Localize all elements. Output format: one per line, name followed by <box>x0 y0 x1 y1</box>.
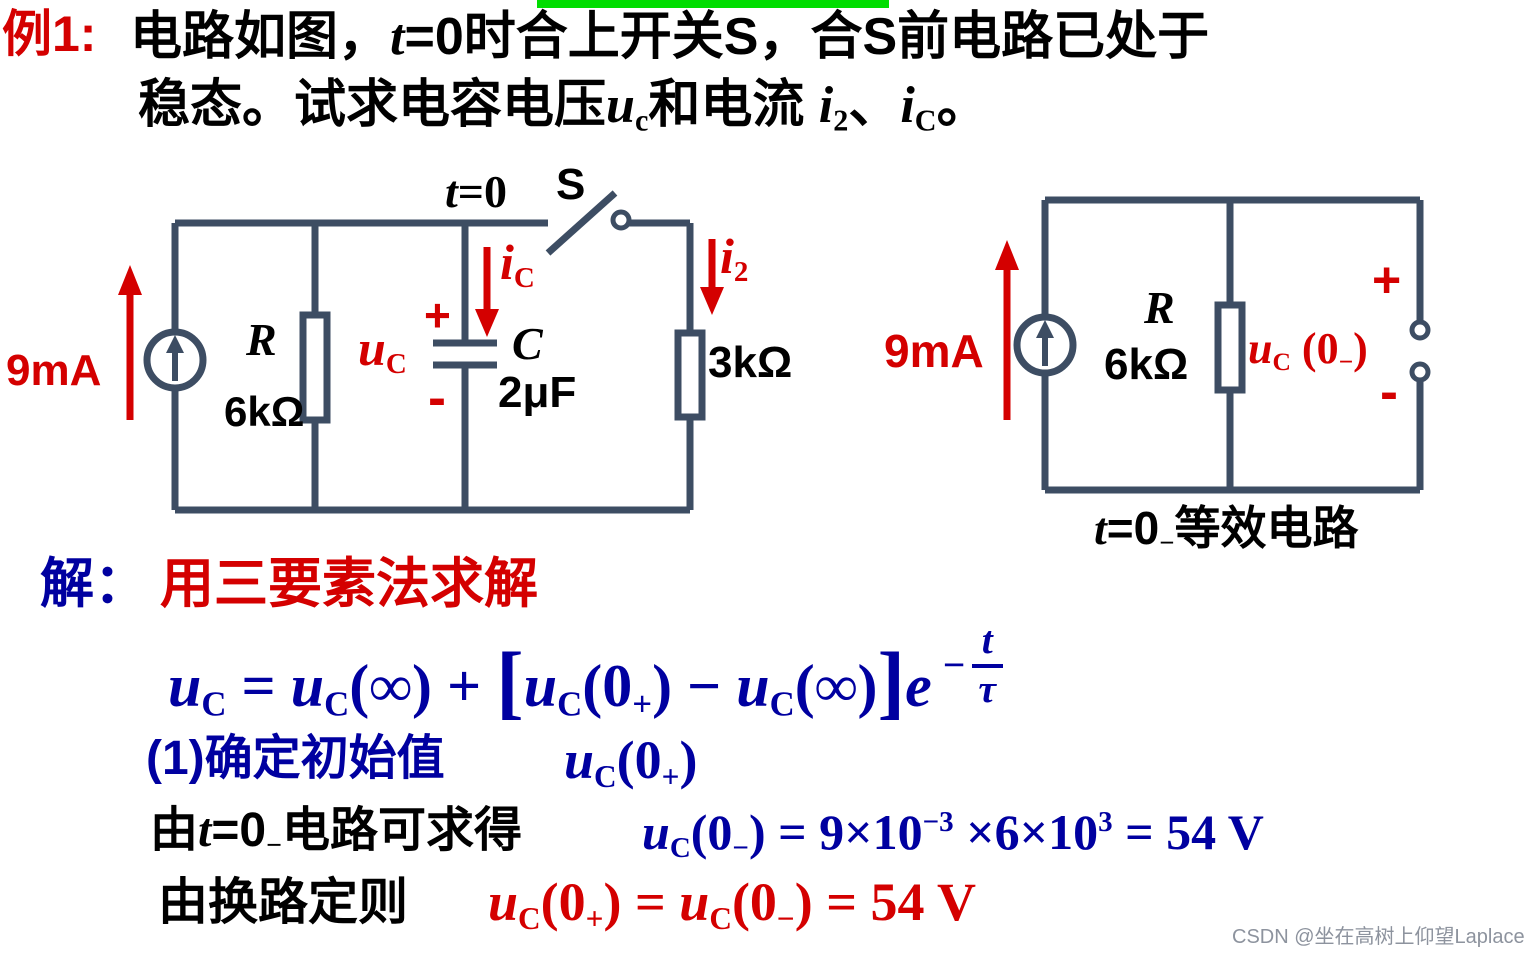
equiv-resistor-value: 6kΩ <box>1104 340 1189 389</box>
main-circuit-diagram <box>118 190 724 514</box>
resistor-3k-value: 3kΩ <box>708 338 793 387</box>
watermark: CSDN @坐在高树上仰望Laplace <box>1232 926 1525 948</box>
step1-math: uC(0+) <box>564 730 698 794</box>
green-underline <box>537 0 889 8</box>
example-label: 例1: <box>2 6 97 62</box>
equiv-minus-sign: - <box>1380 362 1398 422</box>
ic-current-label: iC <box>500 234 535 295</box>
equiv-resistor-name: R <box>1144 282 1175 333</box>
capacitor-name: C <box>512 318 543 369</box>
i2-current-arrowhead <box>700 287 724 315</box>
method-text: 用三要素法求解 <box>160 554 538 614</box>
title-line1: 电路如图，t=0时合上开关S，合S前电路已处于 <box>130 8 1210 66</box>
equivalent-circuit-diagram <box>995 196 1431 494</box>
source-current-label: 9mA <box>6 346 102 395</box>
open-terminal-bottom <box>1409 361 1431 383</box>
ic-current-arrowhead <box>475 309 499 337</box>
title-line2: 稳态。试求电容电压uc和电流 i2、iC。 <box>138 76 989 138</box>
resistor-R-value: 6kΩ <box>224 388 305 435</box>
uc-plus-sign: + <box>424 289 451 341</box>
step3-label: 由换路定则 <box>158 874 408 930</box>
open-terminal-top <box>1409 319 1431 341</box>
step2-label: 由t=0−电路可求得 <box>150 804 522 861</box>
step3-math: uC(0+) = uC(0−) = 54 V <box>488 872 977 936</box>
resistor-R-body <box>1214 301 1246 394</box>
resistor-R-name: R <box>246 314 277 365</box>
i2-current-label: i2 <box>720 228 749 289</box>
source-current-arrowhead <box>118 265 142 295</box>
resistor-R-body <box>299 311 331 424</box>
switch-contact <box>610 209 632 231</box>
switch-label: S <box>556 160 586 209</box>
step2-math: uC(0−) = 9×10−3 ×6×103 = 54 V <box>642 804 1264 865</box>
uc0-voltage-label: uC (0−) <box>1248 324 1368 377</box>
current-source-arrow-head <box>166 335 184 353</box>
resistor-3k-body <box>674 329 706 421</box>
equiv-source-current-label: 9mA <box>884 325 984 377</box>
source-current-arrowhead <box>995 240 1019 270</box>
capacitor-value: 2μF <box>498 368 577 417</box>
uc-minus-sign: - <box>428 368 446 428</box>
equiv-plus-sign: + <box>1372 252 1402 308</box>
step1-label: (1)确定初始值 <box>146 732 445 785</box>
current-source-arrow-head <box>1036 320 1054 338</box>
switch-time-label: t=0 <box>445 166 507 217</box>
equiv-circuit-caption: t=0−等效电路 <box>1094 502 1359 558</box>
switch-blade <box>545 190 618 256</box>
uc-voltage-label: uC <box>358 320 407 381</box>
solve-label: 解： <box>40 554 148 614</box>
